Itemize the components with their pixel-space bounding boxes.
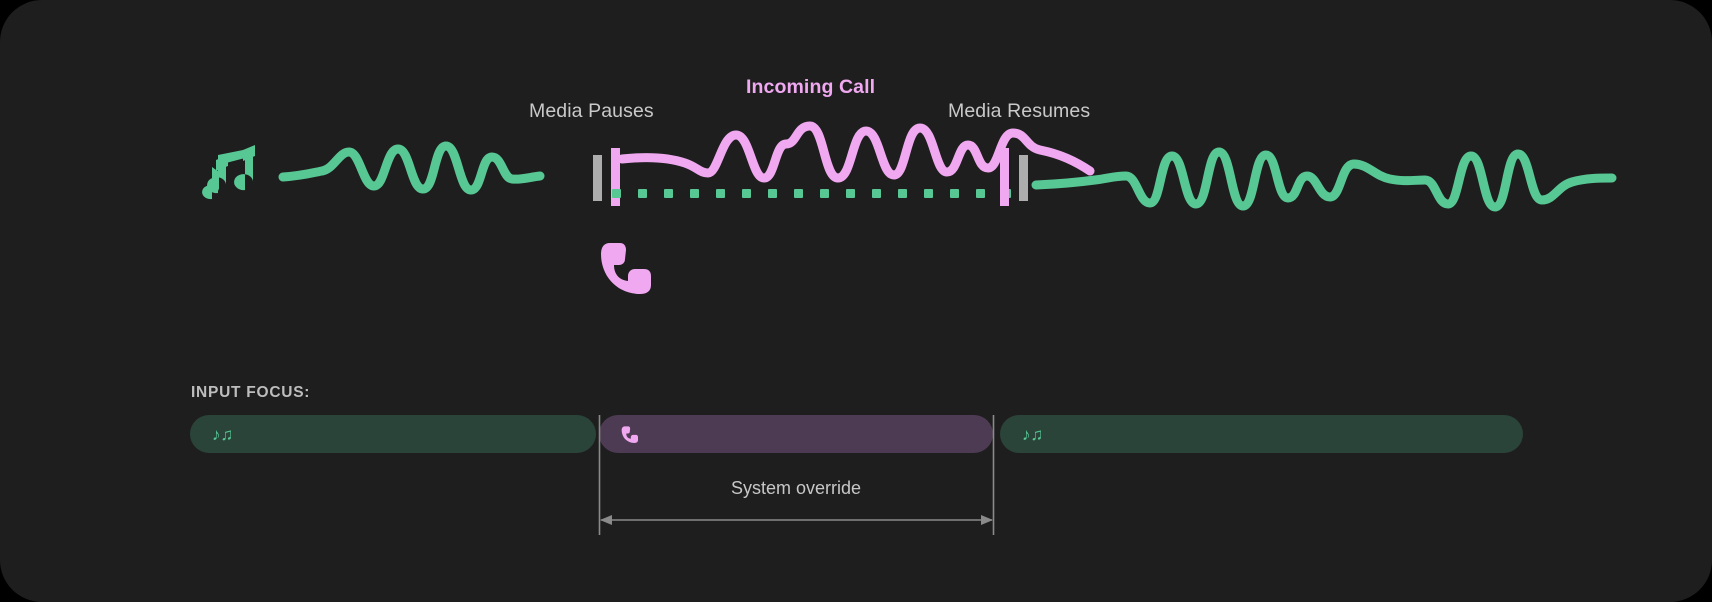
pause-marker-gray-left xyxy=(593,155,602,201)
input-focus-title: INPUT FOCUS: xyxy=(191,384,311,401)
phone-handset-icon xyxy=(601,243,651,294)
label-incoming-call: Incoming Call xyxy=(746,76,876,98)
music-notes-icon xyxy=(202,145,255,200)
arrow-head-left xyxy=(600,515,612,525)
arrow-head-right xyxy=(981,515,993,525)
phone-handset-icon xyxy=(621,425,638,443)
pause-marker-pink-left xyxy=(611,148,620,206)
media-waveform-after xyxy=(1031,147,1617,212)
audio-focus-timeline: Media Pauses Incoming Call Media Resumes xyxy=(202,76,1617,294)
system-override-bracket: System override xyxy=(0,330,1712,602)
focus-bar-call[interactable] xyxy=(599,415,993,453)
music-notes-icon: ♪♫ xyxy=(212,424,234,444)
focus-bar-media-after[interactable]: ♪♫ xyxy=(1000,415,1523,453)
paused-dotted-line xyxy=(612,189,1011,198)
waveform-svg xyxy=(202,121,1617,294)
pause-marker-pink-right xyxy=(1000,148,1009,206)
pause-marker-gray-right xyxy=(1019,155,1028,201)
music-notes-icon: ♪♫ xyxy=(1022,424,1044,444)
media-waveform-before xyxy=(278,141,545,195)
label-media-resumes: Media Resumes xyxy=(948,100,1091,122)
label-media-pauses: Media Pauses xyxy=(529,100,654,122)
system-override-label: System override xyxy=(730,478,862,498)
call-waveform xyxy=(617,121,1095,183)
focus-bar-media-before[interactable]: ♪♫ xyxy=(190,415,596,453)
input-focus-section: INPUT FOCUS: ♪♫ ♪♫ System override xyxy=(0,330,1712,602)
